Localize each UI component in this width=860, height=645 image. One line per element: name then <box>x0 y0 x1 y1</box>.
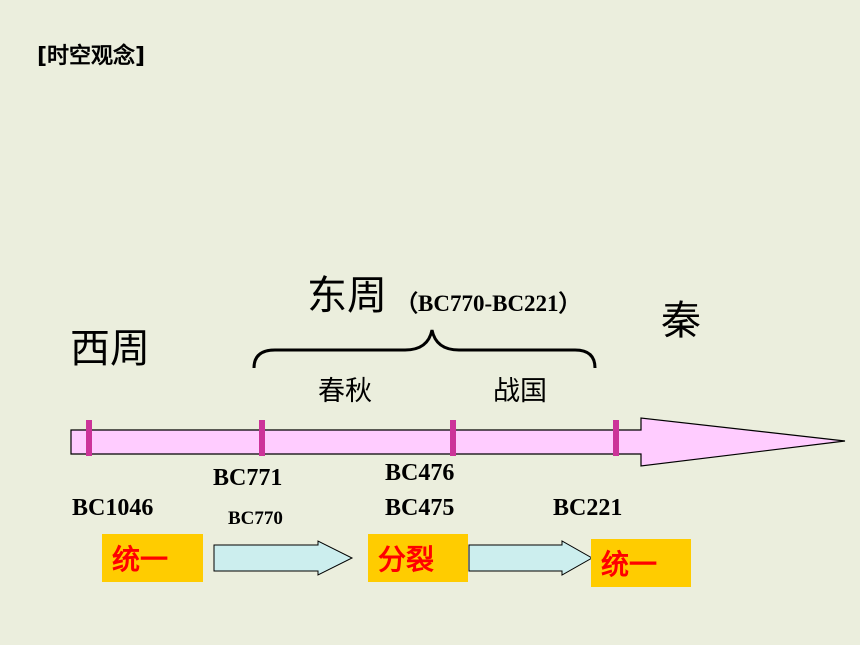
state-split-label: 分裂 <box>378 543 435 576</box>
east-zhou-brace <box>252 329 597 369</box>
year-bc475: BC475 <box>385 495 455 521</box>
state-unify-box-1: 统一 <box>102 534 203 582</box>
arrow-split-to-unify <box>468 540 594 576</box>
tick-bc476 <box>450 420 456 456</box>
state-unify-label-1: 统一 <box>112 543 169 576</box>
label-warring-states: 战国 <box>493 376 547 407</box>
label-west-zhou: 西周 <box>70 326 150 372</box>
slide-title: [时空观念] <box>37 44 146 69</box>
year-bc770: BC770 <box>228 508 283 529</box>
tick-bc1046 <box>86 420 92 456</box>
timeline-arrow <box>70 417 846 467</box>
label-east-zhou: 东周 <box>307 273 387 319</box>
state-unify-box-2: 统一 <box>591 539 691 587</box>
tick-bc771 <box>259 420 265 456</box>
label-spring-autumn: 春秋 <box>318 376 372 407</box>
tick-bc221 <box>613 420 619 456</box>
label-east-zhou-range: （BC770-BC221） <box>395 291 582 316</box>
year-bc1046: BC1046 <box>72 495 154 521</box>
arrow-unify-to-split <box>213 540 354 576</box>
year-bc771: BC771 <box>213 465 283 491</box>
state-split-box: 分裂 <box>368 534 468 582</box>
year-bc476: BC476 <box>385 460 455 486</box>
state-unify-label-2: 统一 <box>601 548 658 581</box>
label-qin: 秦 <box>661 298 701 344</box>
year-bc221: BC221 <box>553 495 623 521</box>
